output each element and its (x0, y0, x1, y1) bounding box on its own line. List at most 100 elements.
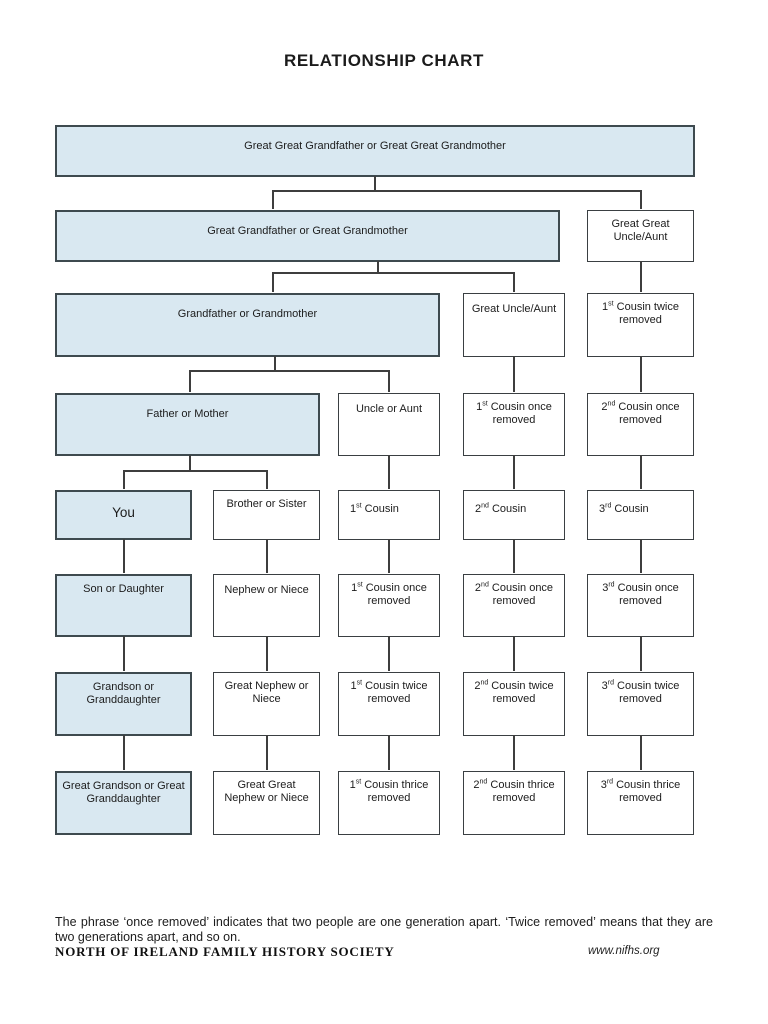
connector-line (274, 356, 276, 371)
chart-box-cousin-2-twice-down: 2nd Cousin twice removed (463, 672, 565, 736)
chart-box-nephew-niece: Nephew or Niece (213, 574, 320, 637)
connector-line (388, 636, 390, 671)
connector-line (123, 470, 267, 472)
connector-line (123, 636, 125, 671)
website-url: www.nifhs.org (588, 945, 660, 957)
chart-box-sibling: Brother or Sister (213, 490, 320, 540)
chart-box-label: 2nd Cousin (475, 502, 527, 515)
connector-line (513, 735, 515, 770)
connector-line (189, 455, 191, 471)
connector-line (123, 470, 125, 489)
chart-box-label: 3rd Cousin thrice removed (600, 778, 681, 804)
chart-box-label: 3rd Cousin once removed (602, 581, 679, 607)
chart-box-label: 3rd Cousin twice removed (601, 679, 680, 705)
connector-line (272, 190, 641, 192)
chart-box-label: You (112, 505, 135, 520)
chart-box-cousin-1-thrice-down: 1st Cousin thrice removed (338, 771, 440, 835)
connector-line (123, 735, 125, 770)
chart-box-you: You (55, 490, 192, 540)
chart-box-label: Great Great Nephew or Niece (224, 779, 309, 804)
chart-box-great-great-nephew-niece: Great Great Nephew or Niece (213, 771, 320, 835)
connector-line (388, 455, 390, 489)
connector-line (388, 370, 390, 392)
chart-box-grandparent: Grandfather or Grandmother (55, 293, 440, 357)
chart-box-label: Son or Daughter (83, 583, 164, 595)
chart-box-label: 1st Cousin (350, 502, 399, 515)
chart-box-label: Great Uncle/Aunt (471, 303, 557, 315)
connector-line (513, 272, 515, 292)
chart-box-great-nephew-niece: Great Nephew or Niece (213, 672, 320, 736)
connector-line (513, 636, 515, 671)
connector-line (640, 455, 642, 489)
connector-line (513, 455, 515, 489)
connector-line (513, 539, 515, 573)
connector-line (640, 636, 642, 671)
chart-box-label: Grandson or Granddaughter (86, 681, 161, 706)
chart-box-label: 1st Cousin twice removed (350, 679, 428, 705)
chart-box-label: Uncle or Aunt (355, 403, 423, 415)
connector-line (266, 470, 268, 489)
chart-box-label: Brother or Sister (226, 498, 307, 510)
chart-box-parent: Father or Mother (55, 393, 320, 456)
connector-line (189, 370, 191, 392)
chart-box-label: Nephew or Niece (224, 584, 309, 596)
page-title: RELATIONSHIP CHART (283, 51, 484, 70)
connector-line (266, 539, 268, 573)
connector-line (640, 356, 642, 392)
chart-box-label: 1st Cousin twice removed (602, 300, 679, 326)
chart-box-cousin-3-thrice-down: 3rd Cousin thrice removed (587, 771, 694, 835)
chart-box-label: 1st Cousin once removed (351, 581, 427, 607)
chart-box-cousin-1: 1st Cousin (338, 490, 440, 540)
chart-box-grandchild: Grandson or Granddaughter (55, 672, 192, 736)
connector-line (640, 190, 642, 209)
chart-box-label: 2nd Cousin once removed (474, 581, 554, 607)
connector-line (640, 261, 642, 292)
connector-line (513, 356, 515, 392)
chart-box-cousin-3: 3rd Cousin (587, 490, 694, 540)
chart-box-label: Great Grandfather or Great Grandmother (207, 225, 408, 237)
connector-line (388, 539, 390, 573)
chart-box-label: Great Grandson or Great Granddaughter (62, 780, 185, 805)
chart-box-cousin-1-once-down: 1st Cousin once removed (338, 574, 440, 637)
chart-box-label: Great Nephew or Niece (224, 680, 309, 705)
connector-line (374, 176, 376, 191)
chart-box-cousin-3-twice-down: 3rd Cousin twice removed (587, 672, 694, 736)
chart-box-label: 1st Cousin thrice removed (349, 778, 429, 804)
chart-box-great-great-uncle-aunt: Great Great Uncle/Aunt (587, 210, 694, 262)
chart-box-label: Grandfather or Grandmother (177, 308, 318, 320)
connector-line (640, 735, 642, 770)
organization-name: NORTH OF IRELAND FAMILY HISTORY SOCIETY (55, 944, 395, 959)
chart-box-cousin-2-once-up: 2nd Cousin once removed (587, 393, 694, 456)
chart-box-cousin-1-twice-up: 1st Cousin twice removed (587, 293, 694, 357)
connector-line (189, 370, 389, 372)
connector-line (123, 539, 125, 573)
chart-box-label: 2nd Cousin thrice removed (473, 778, 555, 804)
chart-box-cousin-2: 2nd Cousin (463, 490, 565, 540)
chart-box-great-grandparent: Great Grandfather or Great Grandmother (55, 210, 560, 262)
chart-box-great-grandchild: Great Grandson or Great Granddaughter (55, 771, 192, 835)
connector-line (266, 636, 268, 671)
chart-box-label: 1st Cousin once removed (476, 400, 552, 426)
chart-box-cousin-2-thrice-down: 2nd Cousin thrice removed (463, 771, 565, 835)
explanatory-note: The phrase ‘once removed’ indicates that… (55, 914, 713, 945)
chart-box-great-great-grandparent: Great Great Grandfather or Great Great G… (55, 125, 695, 177)
chart-box-label: 2nd Cousin once removed (601, 400, 680, 426)
connector-line (640, 539, 642, 573)
chart-box-great-uncle-aunt: Great Uncle/Aunt (463, 293, 565, 357)
connector-line (272, 272, 514, 274)
chart-box-label: Father or Mother (146, 408, 229, 420)
chart-box-cousin-3-once-down: 3rd Cousin once removed (587, 574, 694, 637)
connector-line (272, 272, 274, 292)
connector-line (377, 261, 379, 273)
chart-box-label: 2nd Cousin twice removed (474, 679, 554, 705)
chart-box-label: Great Great Grandfather or Great Great G… (244, 140, 506, 152)
chart-box-label: 3rd Cousin (599, 502, 649, 515)
chart-box-child: Son or Daughter (55, 574, 192, 637)
connector-line (266, 735, 268, 770)
chart-box-cousin-1-once-up: 1st Cousin once removed (463, 393, 565, 456)
chart-box-label: Great Great Uncle/Aunt (611, 218, 670, 243)
chart-box-cousin-2-once-down: 2nd Cousin once removed (463, 574, 565, 637)
connector-line (388, 735, 390, 770)
